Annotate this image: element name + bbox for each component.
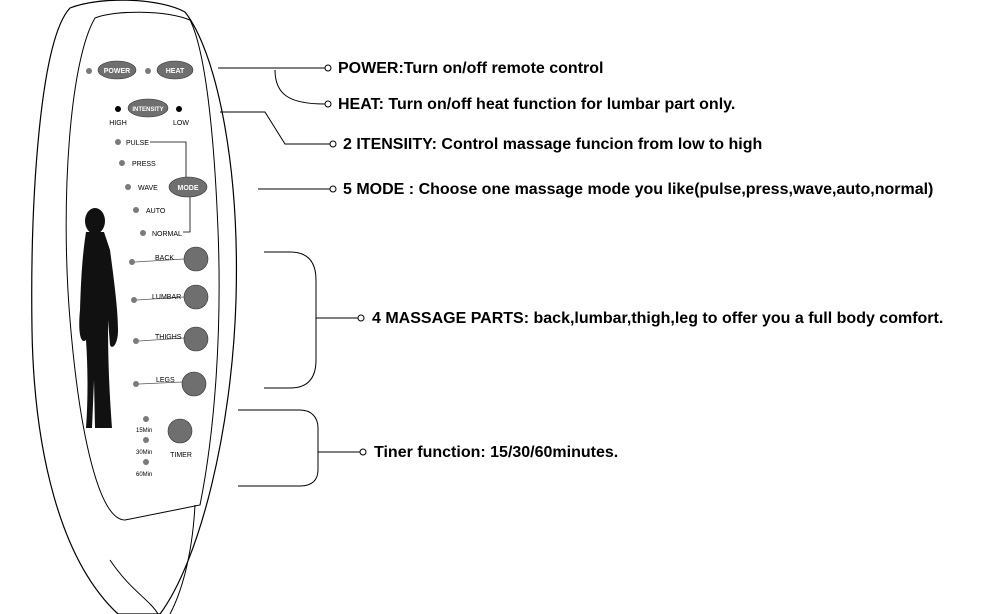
mode-label-auto: AUTO: [146, 208, 166, 215]
power-label: POWER: [104, 68, 130, 75]
intensity-label: INTENSITY: [132, 107, 163, 113]
mode-indicator-auto: [133, 207, 139, 213]
lumbar-indicator: [131, 297, 137, 303]
callout-parts-bracket: [264, 251, 358, 389]
timer-description: Tiner function: 15/30/60minutes.: [374, 444, 619, 461]
power-button[interactable]: POWER: [97, 60, 137, 80]
power-description: POWER:Turn on/off remote control: [338, 60, 604, 77]
heat-description: HEAT: Turn on/off heat function for lumb…: [338, 96, 736, 113]
mode-label-normal: NORMAL: [152, 231, 182, 238]
mode-label-press: PRESS: [132, 161, 156, 168]
mode-indicator-press: [119, 160, 125, 166]
heat-button[interactable]: HEAT: [156, 60, 194, 80]
callout-heat: [274, 69, 326, 105]
intensity-description: 2 ITENSIITY: Control massage funcion fro…: [343, 136, 763, 153]
lumbar-label: LUMBAR: [152, 294, 181, 301]
low-label: LOW: [173, 120, 189, 127]
timer-button[interactable]: [167, 418, 193, 444]
timer-label: TIMER: [170, 452, 192, 459]
intensity-button[interactable]: INTENSITY: [127, 98, 169, 118]
heat-label: HEAT: [166, 68, 185, 75]
remote-face: [65, 11, 220, 521]
mode-description: 5 MODE : Choose one massage mode you lik…: [343, 181, 934, 198]
back-indicator: [129, 259, 135, 265]
back-button[interactable]: [183, 246, 209, 272]
callout-intensity: [220, 111, 330, 145]
timer-60-label: 60Min: [136, 472, 152, 478]
mode-label-wave: WAVE: [138, 185, 158, 192]
legs-label: LEGS: [156, 377, 175, 384]
legs-button[interactable]: [181, 371, 207, 397]
timer-30-indicator: [143, 437, 149, 443]
power-indicator: [86, 68, 92, 74]
mode-indicator-pulse: [115, 139, 121, 145]
back-label: BACK: [155, 255, 174, 262]
thighs-button[interactable]: [183, 326, 209, 352]
thighs-indicator: [133, 338, 139, 344]
remote-right-curve: [169, 504, 196, 614]
mode-indicator-normal: [140, 230, 146, 236]
legs-indicator: [133, 381, 139, 387]
high-indicator: [115, 106, 121, 112]
callout-lines: [218, 64, 367, 487]
thighs-label: THIGHS: [155, 334, 182, 341]
mode-button[interactable]: MODE: [168, 176, 208, 198]
callout-timer-bracket: [238, 409, 360, 487]
timer-60-indicator: [143, 459, 149, 465]
remote-bottom-curve: [109, 559, 159, 614]
mode-label-pulse: PULSE: [126, 140, 149, 147]
massage-parts-description: 4 MASSAGE PARTS: back,lumbar,thigh,leg t…: [372, 310, 944, 327]
mode-label: MODE: [178, 185, 199, 192]
heat-indicator: [145, 68, 151, 74]
mode-bracket: [150, 141, 191, 233]
body-silhouette: [79, 208, 118, 428]
mode-indicator-wave: [125, 184, 131, 190]
timer-15-label: 15Min: [136, 428, 152, 434]
timer-30-label: 30Min: [136, 450, 152, 456]
remote-outline: [31, 0, 238, 614]
timer-15-indicator: [143, 416, 149, 422]
lumbar-button[interactable]: [183, 284, 209, 310]
high-label: HIGH: [109, 120, 127, 127]
low-indicator: [176, 106, 182, 112]
